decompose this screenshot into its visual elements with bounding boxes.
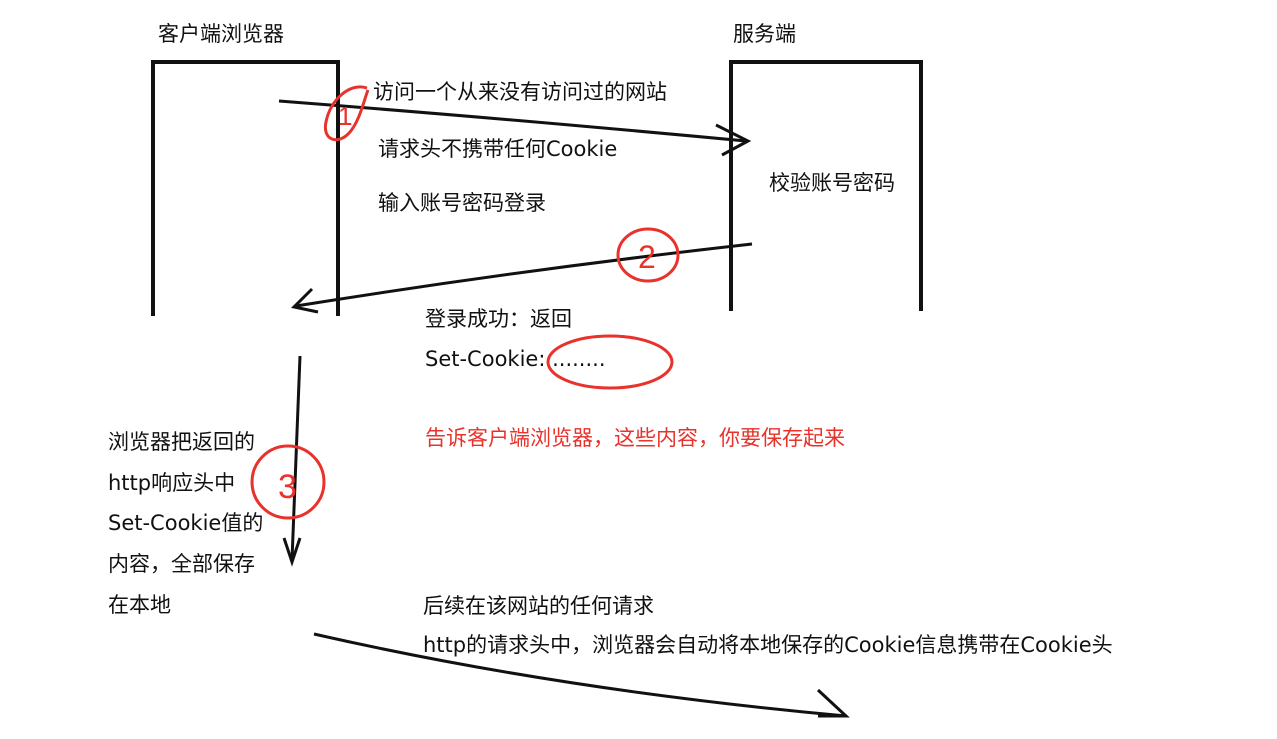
browser-save-line-3: Set-Cookie值的 — [108, 511, 264, 535]
client-label: 客户端浏览器 — [158, 22, 284, 46]
subsequent-line-1: 后续在该网站的任何请求 — [423, 594, 654, 618]
set-cookie-value-circle — [546, 334, 674, 390]
subsequent-arrow — [313, 632, 847, 718]
browser-save-line-5: 在本地 — [108, 593, 171, 617]
browser-save-line-4: 内容，全部保存 — [108, 552, 255, 576]
request-line-3: 输入账号密码登录 — [378, 191, 546, 215]
marker-1-label: 1 — [338, 101, 352, 131]
response-arrow — [295, 242, 753, 308]
browser-save-line-2: http响应头中 — [108, 471, 236, 495]
subsequent-line-2: http的请求头中，浏览器会自动将本地保存的Cookie信息携带在Cookie头 — [423, 633, 1113, 657]
request-line-2: 请求头不携带任何Cookie — [378, 137, 618, 161]
subsequent-arrowhead — [816, 688, 850, 718]
save-arrow — [290, 355, 302, 561]
request-arrowhead — [715, 123, 752, 157]
save-arrowhead — [282, 537, 302, 567]
response-line-1: 登录成功：返回 — [425, 307, 572, 331]
request-arrow — [278, 99, 747, 143]
client-box — [151, 60, 340, 316]
marker-1-stroke — [323, 85, 370, 142]
marker-2-circle — [616, 227, 680, 283]
marker-2-label: 2 — [638, 239, 656, 275]
response-line-2: Set-Cookie: ........ — [425, 347, 606, 371]
response-note: 告诉客户端浏览器，这些内容，你要保存起来 — [425, 426, 845, 450]
server-action: 校验账号密码 — [769, 171, 895, 195]
response-arrowhead — [290, 287, 319, 314]
marker-3-circle — [250, 444, 326, 520]
server-box — [729, 60, 923, 311]
marker-3-label: 3 — [278, 468, 297, 506]
browser-save-line-1: 浏览器把返回的 — [108, 430, 255, 454]
request-line-1: 访问一个从来没有访问过的网站 — [373, 80, 667, 104]
server-label: 服务端 — [733, 22, 796, 46]
